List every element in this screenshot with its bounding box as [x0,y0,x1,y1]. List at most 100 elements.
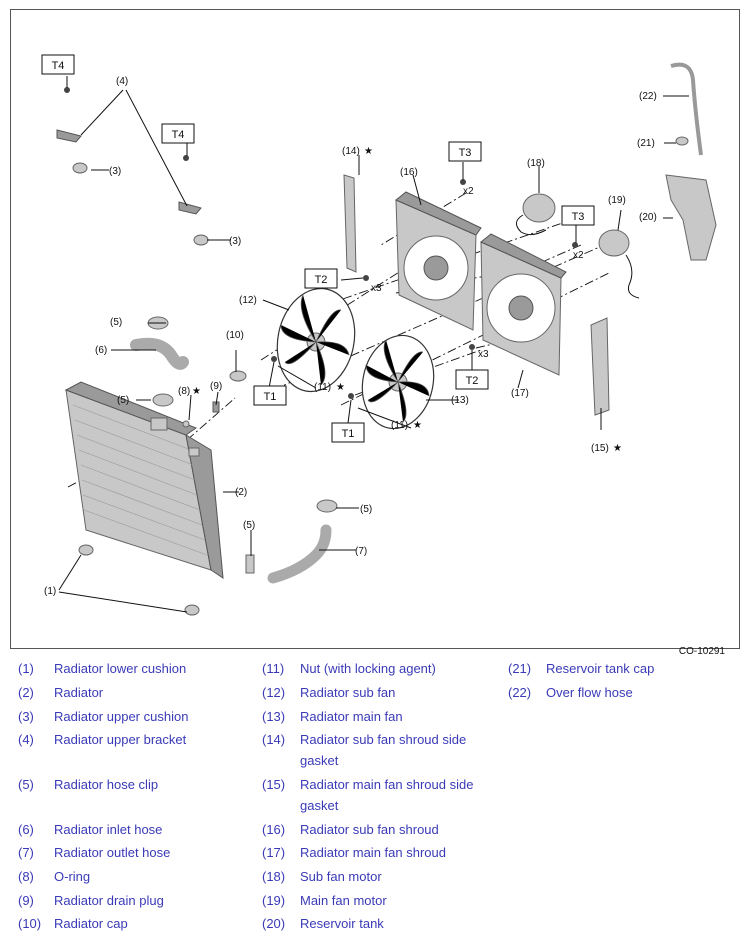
callout-15: (15) [591,443,609,454]
main-fan-shroud [480,233,567,376]
legend-number: (7) [18,845,34,860]
callout-20: (20) [639,212,657,223]
legend-name: Radiator cap [54,916,128,931]
torque-t2-b: T2 [455,369,489,390]
callout-14: (14) [342,146,360,157]
upper-bracket-a [56,129,82,143]
reservoir-tank-cap [675,136,689,146]
callout-18: (18) [527,158,545,169]
legend-name: Radiator sub fan [300,685,396,700]
legend-name: Radiator hose clip [54,777,159,792]
callout-11a: (11) [314,382,331,393]
sub-fan-motor [516,193,556,236]
upper-bracket-b [178,201,202,215]
legend-number: (5) [18,777,34,792]
legend-number: (17) [262,845,286,860]
legend-number: (16) [262,822,286,837]
legend-name: Main fan motor [300,893,387,908]
figure-code: CO-10291 [678,646,725,657]
callout-3a: (3) [109,166,121,177]
callout-5c: (5) [243,520,255,531]
star-15: ★ [613,443,622,454]
legend-number: (12) [262,685,286,700]
svg-text:T1: T1 [342,428,355,440]
svg-text:T4: T4 [52,60,65,72]
torque-t1-a: T1 [253,385,287,406]
callout-4: (4) [116,76,128,87]
legend-number: (13) [262,709,286,724]
legend-name: O-ring [54,869,91,884]
legend-name: Over flow hose [546,685,633,700]
legend-number: (18) [262,869,286,884]
legend-name: Radiator sub fan shroud side gasket [300,732,467,768]
legend-number: (19) [262,893,286,908]
inlet-hose [130,337,189,370]
qty-x2-t3b: x2 [573,250,584,261]
legend-name: Reservoir tank cap [546,661,655,676]
legend-number: (3) [18,709,34,724]
legend-number: (4) [18,732,34,747]
sub-fan [276,287,356,393]
legend-name: Radiator drain plug [54,893,164,908]
legend-number: (21) [508,661,532,676]
callout-3b: (3) [229,236,241,247]
callout-5a: (5) [110,317,122,328]
torque-t1-b: T1 [331,422,365,443]
callout-5b: (5) [117,395,129,406]
legend-number: (2) [18,685,34,700]
star-11b: ★ [413,420,422,431]
main-fan-motor [598,229,640,299]
legend-name: Radiator upper cushion [54,709,189,724]
callout-16: (16) [400,167,418,178]
qty-x3-t2b: x3 [478,349,489,360]
callout-8: (8) [178,386,190,397]
o-ring [182,420,190,428]
torque-t4-a: T4 [41,54,75,75]
upper-cushion-a [72,162,88,174]
legend-number: (6) [18,822,34,837]
outlet-hose [267,524,332,584]
upper-cushion-b [193,234,209,246]
callout-21: (21) [637,138,655,149]
torque-t3-a: T3 [448,141,482,162]
legend-name: Reservoir tank [300,916,384,931]
legend-name: Radiator inlet hose [54,822,163,837]
star-8: ★ [192,386,201,397]
svg-text:T3: T3 [572,211,585,223]
svg-text:T1: T1 [264,391,277,403]
qty-x3-t2a: x3 [371,283,382,294]
callout-1: (1) [44,586,56,597]
qty-x2-t3a: x2 [463,186,474,197]
radiator-cap [229,370,247,382]
svg-text:T3: T3 [459,147,472,159]
torque-t4-b: T4 [161,123,195,144]
callout-11b: (11) [391,420,408,431]
star-14: ★ [364,146,373,157]
reservoir-tank [665,174,717,261]
legend-name: Nut (with locking agent) [300,661,436,676]
star-11a: ★ [336,382,345,393]
callout-5d: (5) [360,504,372,515]
torque-t2-a: T2 [304,268,338,289]
sub-fan-shroud [395,191,482,331]
legend-name: Radiator main fan shroud [300,845,446,860]
legend-name: Radiator [54,685,104,700]
main-fan-shroud-side-gasket [590,317,610,416]
legend-name: Radiator upper bracket [54,732,187,747]
lower-cushion-b [184,604,200,616]
exploded-diagram: (1) (2) (3) (3) (4) (5) (5) (5) (5) (6) … [10,9,740,657]
legend-name: Radiator outlet hose [54,845,171,860]
svg-text:T2: T2 [315,274,328,286]
callout-10: (10) [226,330,244,341]
legend-name: Radiator main fan [300,709,403,724]
legend-number: (15) [262,777,286,792]
callout-9: (9) [210,381,222,392]
main-fan [361,334,435,430]
legend-number: (11) [262,661,285,676]
callout-2: (2) [235,487,247,498]
legend-name: Radiator sub fan shroud [300,822,439,837]
callout-19: (19) [608,195,626,206]
hose-clip-c [316,499,338,513]
legend-number: (8) [18,869,34,884]
legend-name: Radiator main fan shroud side gasket [300,777,474,813]
